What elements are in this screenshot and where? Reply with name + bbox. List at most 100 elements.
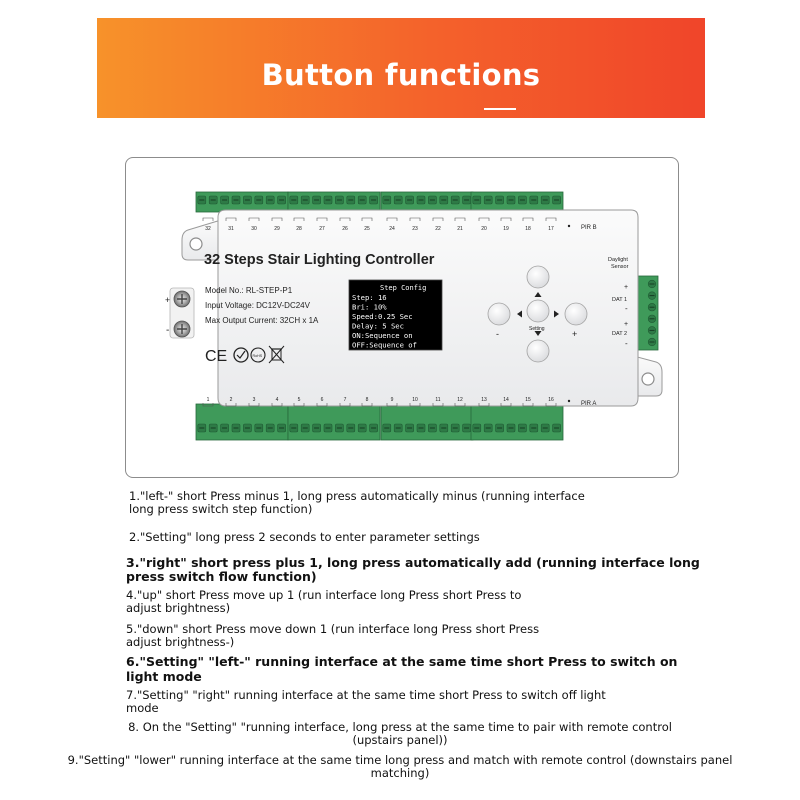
oled-line: OFF:Sequence of (352, 341, 417, 350)
setting-button[interactable] (526, 299, 550, 323)
dat1-label: DAT 1 (612, 297, 627, 303)
bottom-channel-label: 4 (276, 397, 279, 403)
instruction-5a: 5."down" short Press move down 1 (run in… (126, 622, 540, 636)
model-number: Model No.: RL-STEP-P1 (205, 286, 293, 295)
channel-glyph-icon (271, 217, 283, 221)
instruction-3a: 3."right" short press plus 1, long press… (126, 555, 700, 570)
top-channel-label: 20 (481, 226, 487, 232)
mounting-ear-left (181, 219, 222, 261)
arrow-up-icon (534, 292, 542, 297)
arrow-left-icon (517, 310, 522, 318)
channel-glyph-icon (339, 217, 351, 221)
channel-glyph-icon (409, 217, 421, 221)
bottom-channel-label: 15 (525, 397, 531, 403)
oled-line: Speed:0.25 Sec (352, 312, 413, 321)
channel-glyph-icon (522, 403, 534, 407)
channel-glyph-icon (409, 403, 421, 407)
instruction-6a: 6."Setting" "left-" running interface at… (126, 654, 678, 669)
right-terminal-block (635, 275, 659, 351)
rohs-badge-icon (250, 347, 266, 363)
channel-glyph-icon (316, 217, 328, 221)
channel-glyph-icon (432, 403, 444, 407)
ce-mark: CE (205, 348, 227, 365)
power-minus-label: - (166, 325, 169, 336)
channel-glyph-icon (225, 403, 237, 407)
top-channel-label: 28 (296, 226, 302, 232)
screw-slot-icon (177, 294, 187, 304)
arrow-right-icon (554, 310, 559, 318)
top-channel-label: 29 (274, 226, 280, 232)
channel-glyph-icon (478, 403, 490, 407)
instruction-4b: adjust brightness) (126, 601, 231, 615)
channel-glyph-icon (500, 403, 512, 407)
instruction-2: 2."Setting" long press 2 seconds to ente… (129, 530, 480, 544)
input-voltage: Input Voltage: DC12V-DC24V (205, 301, 311, 310)
top-channel-label: 32 (205, 226, 211, 232)
oled-line: Delay: 5 Sec (352, 322, 404, 331)
up-button[interactable] (526, 265, 550, 289)
oled-line: Step: 16 (352, 293, 387, 302)
power-plus-label: + (165, 295, 170, 305)
bottom-channel-label: 1 (207, 397, 210, 403)
pir-b-label: PIR B (581, 225, 597, 231)
top-channel-label: 21 (457, 226, 463, 232)
channel-glyph-icon (361, 403, 373, 407)
top-channel-label: 24 (389, 226, 395, 232)
bottom-terminal-block (195, 403, 289, 441)
mounting-hole-right (641, 372, 655, 386)
rohs-text: RoHS (253, 354, 263, 358)
bottom-channel-label: 12 (457, 397, 463, 403)
bottom-channel-label: 11 (435, 397, 440, 403)
channel-glyph-icon (339, 403, 351, 407)
channel-glyph-icon (545, 403, 557, 407)
channel-glyph-icon (361, 217, 373, 221)
channel-glyph-icon (500, 217, 512, 221)
dat1-plus: + (624, 284, 628, 291)
instruction-5b: adjust brightness-) (126, 635, 235, 649)
bottom-channel-label: 9 (391, 397, 394, 403)
max-output-current: Max Output Current: 32CH x 1A (205, 316, 319, 325)
bottom-channel-label: 7 (344, 397, 347, 403)
channel-glyph-icon (386, 403, 398, 407)
top-terminal-blocks (195, 191, 564, 213)
bottom-terminal-block (380, 403, 474, 441)
channel-glyph-icon (293, 217, 305, 221)
channel-glyph-icon (248, 403, 260, 407)
bottom-channel-label: 14 (503, 397, 509, 403)
channel-glyph-icon (454, 217, 466, 221)
top-channel-label: 27 (319, 226, 325, 232)
pir-a-dot (567, 399, 571, 403)
instruction-8b: (upstairs panel)) (352, 733, 448, 747)
dat1-minus: - (625, 304, 628, 313)
right-plus-button[interactable] (564, 302, 588, 326)
top-channel-label: 19 (503, 226, 509, 232)
oled-line: ON:Sequence on (352, 331, 413, 340)
left-button-label: - (496, 329, 499, 339)
channel-glyph-icon (248, 217, 260, 221)
oled-header: Step Config (380, 284, 426, 292)
sensor-label: Sensor (611, 264, 629, 270)
channel-glyph-icon (271, 403, 283, 407)
approval-mark-icon (233, 347, 249, 363)
pir-a-label: PIR A (581, 401, 596, 407)
top-channel-label: 23 (412, 226, 418, 232)
dat2-plus: + (624, 321, 628, 328)
bottom-channel-label: 10 (412, 397, 418, 403)
instruction-1b: long press switch step function) (129, 502, 313, 516)
weee-bin-icon (268, 345, 285, 364)
instruction-9a: 9."Setting" "lower" running interface at… (67, 753, 733, 767)
check-mark-icon (236, 350, 246, 359)
channel-glyph-icon (316, 403, 328, 407)
top-channel-label: 26 (342, 226, 348, 232)
dat2-minus: - (625, 339, 628, 348)
screw-slot-icon (177, 324, 187, 334)
left-minus-button[interactable] (487, 302, 511, 326)
down-button[interactable] (526, 339, 550, 363)
instruction-7a: 7."Setting" "right" running interface at… (126, 688, 606, 702)
instruction-1a: 1."left-" short Press minus 1, long pres… (129, 489, 585, 503)
oled-line: Bri: 10% (352, 303, 387, 312)
bottom-channel-label: 6 (321, 397, 324, 403)
bottom-terminal-block (470, 403, 564, 441)
